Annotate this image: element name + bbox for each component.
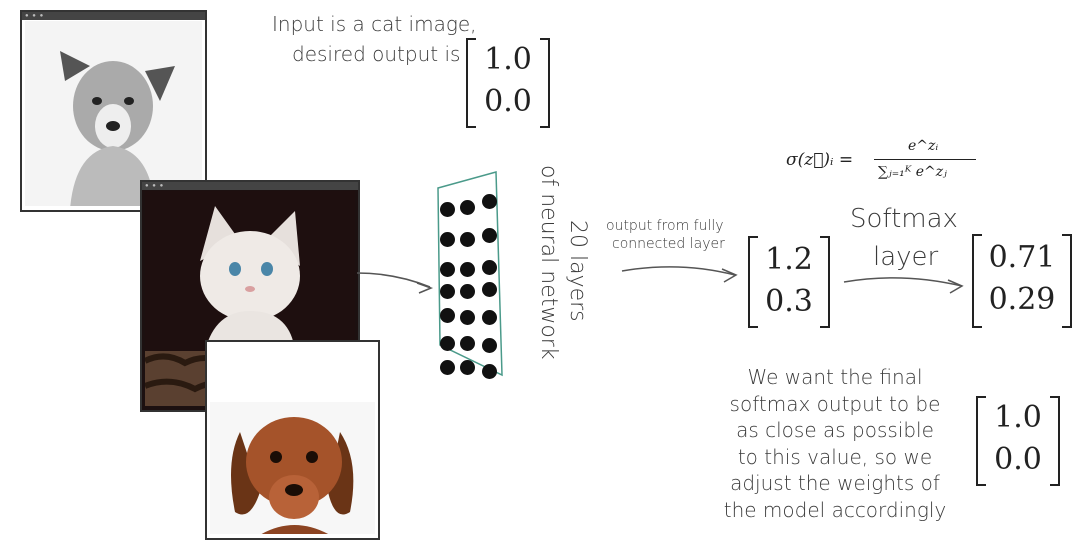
right-bracket: [540, 38, 550, 128]
softmax-label-line2: layer: [873, 242, 939, 272]
fc-label-line1: output from fully: [606, 218, 724, 234]
desired-output-matrix: 1.0 0.0: [466, 38, 550, 128]
right-bracket: [1062, 234, 1072, 328]
dachshund-photo-window: [205, 340, 380, 540]
matrix-cell: 1.2: [765, 242, 813, 277]
softmax-label-line1: Softmax: [850, 204, 958, 234]
arrow-fc-to-softmax: [843, 277, 964, 294]
matrix-cell: 0.71: [988, 240, 1056, 275]
matrix-cell: 1.0: [484, 42, 532, 77]
neuron: [482, 194, 497, 209]
target-note-line: adjust the weights of: [730, 471, 940, 495]
neuron: [440, 308, 455, 323]
gray-dog-illustration: [25, 21, 202, 206]
neuron: [482, 338, 497, 353]
fc-label-line2: connected layer: [612, 236, 725, 252]
top-caption-line2: desired output is: [292, 42, 461, 66]
right-bracket: [1050, 396, 1060, 486]
white-kitten-photo: [145, 191, 355, 406]
gray-dog-photo: [25, 21, 202, 206]
network-label-line1: 20 layers: [565, 220, 590, 322]
neuron: [460, 336, 475, 351]
matrix-cell: 0.29: [988, 282, 1056, 317]
target-note-line: the model accordingly: [723, 497, 947, 522]
top-caption-line1: Input is a cat image,: [272, 12, 477, 36]
dachshund-photo: [210, 402, 375, 534]
target-note-line: to this value, so we: [737, 444, 933, 469]
window-titlebar: [207, 342, 378, 350]
neuron: [440, 262, 455, 277]
neuron: [460, 310, 475, 325]
neuron: [460, 360, 475, 375]
matrix-cell: 0.3: [765, 284, 813, 319]
target-note-line: softmax output to be: [729, 391, 941, 416]
formula-lhs: σ(z⃗)ᵢ =: [786, 150, 854, 170]
neuron: [460, 232, 475, 247]
left-bracket: [466, 38, 476, 128]
network-neurons: [432, 170, 512, 380]
neuron: [440, 336, 455, 351]
softmax-output-matrix: 0.71 0.29: [972, 234, 1072, 328]
neuron: [440, 284, 455, 299]
arrow-network-to-fc: [621, 266, 738, 283]
matrix-cell: 1.0: [994, 400, 1042, 435]
window-titlebar: ● ● ●: [22, 12, 205, 20]
formula-numerator: e^zᵢ: [908, 138, 939, 154]
neuron: [460, 200, 475, 215]
neuron: [460, 284, 475, 299]
matrix-cell: 0.0: [484, 84, 532, 119]
neuron: [482, 364, 497, 379]
dachshund-illustration: [210, 402, 375, 534]
target-note-line: We want the final: [747, 365, 923, 389]
network-label-line2: of neural network: [536, 165, 561, 360]
neuron: [440, 232, 455, 247]
left-bracket: [976, 396, 986, 486]
fc-output-matrix: 1.2 0.3: [748, 236, 830, 328]
neuron: [482, 310, 497, 325]
formula-denominator: ∑ⱼ₌₁ᴷ e^zⱼ: [878, 164, 947, 180]
left-bracket: [972, 234, 982, 328]
target-output-matrix: 1.0 0.0: [976, 396, 1060, 486]
arrow-kitten-to-network: [356, 272, 434, 294]
dog-photo-window: ● ● ●: [20, 10, 207, 212]
softmax-formula: σ(z⃗)ᵢ = e^zᵢ ∑ⱼ₌₁ᴷ e^zⱼ: [786, 138, 986, 198]
neuron: [482, 282, 497, 297]
left-bracket: [748, 236, 758, 328]
fraction-line: [874, 159, 976, 160]
neuron: [482, 228, 497, 243]
neuron: [440, 360, 455, 375]
neuron: [440, 202, 455, 217]
target-note-line: as close as possible: [736, 418, 934, 442]
matrix-cell: 0.0: [994, 442, 1042, 477]
neuron: [482, 260, 497, 275]
right-bracket: [820, 236, 830, 328]
target-note: We want the final softmax output to be a…: [700, 364, 970, 523]
neuron: [460, 262, 475, 277]
window-titlebar: ● ● ●: [142, 182, 358, 190]
